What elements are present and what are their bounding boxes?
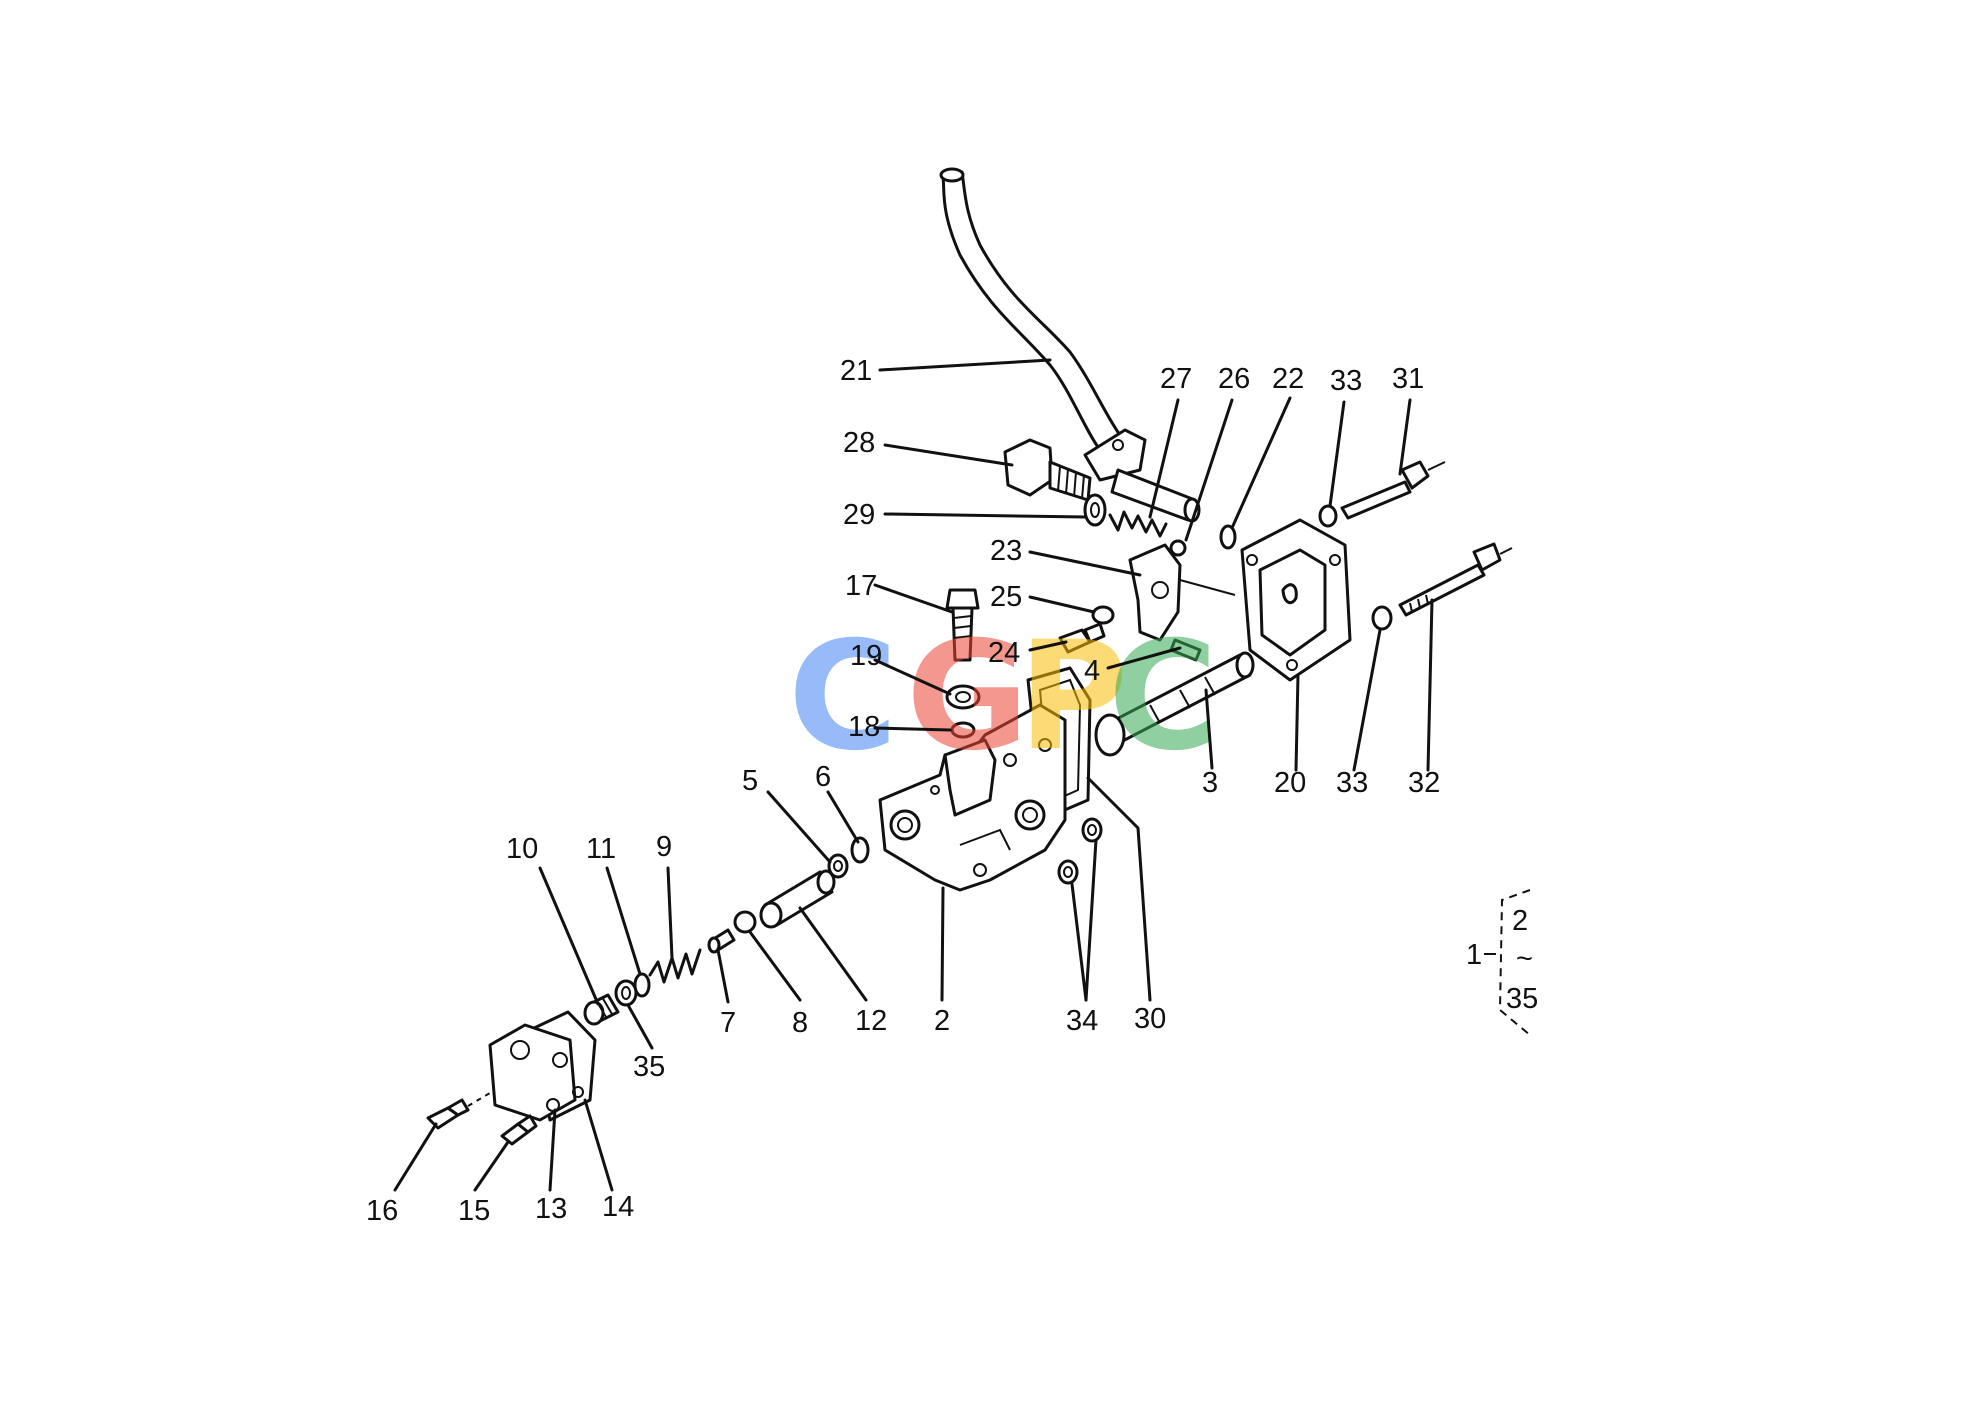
watermark-letter-p: P bbox=[1018, 610, 1128, 784]
callout-33-upper: 33 bbox=[1330, 365, 1362, 397]
part-13-cover bbox=[488, 1023, 584, 1122]
part-23-lever bbox=[1128, 543, 1236, 642]
callout-9: 9 bbox=[656, 831, 672, 863]
part-31-bolt bbox=[1340, 460, 1446, 520]
part-35-washer bbox=[614, 979, 638, 1007]
callout-33-lower: 33 bbox=[1336, 767, 1368, 799]
callout-24: 24 bbox=[988, 637, 1020, 669]
callout-34: 34 bbox=[1066, 1005, 1098, 1037]
part-6-ring bbox=[850, 836, 870, 864]
callout-7: 7 bbox=[720, 1007, 736, 1039]
part-18-ring bbox=[950, 721, 976, 739]
callout-32: 32 bbox=[1408, 767, 1440, 799]
callout-20: 20 bbox=[1274, 767, 1306, 799]
assembly-note-bracket bbox=[1498, 889, 1531, 1036]
callout-16: 16 bbox=[366, 1195, 398, 1227]
assembly-note-main: 1 bbox=[1466, 939, 1482, 971]
callout-22: 22 bbox=[1272, 363, 1304, 395]
part-17-bolt bbox=[945, 588, 980, 662]
assembly-note-tilde: ~ bbox=[1516, 943, 1533, 975]
part-20-housing bbox=[1240, 518, 1352, 682]
callout-11: 11 bbox=[586, 833, 616, 865]
callout-19: 19 bbox=[850, 640, 882, 672]
callout-35: 35 bbox=[633, 1051, 665, 1083]
callout-6: 6 bbox=[815, 761, 831, 793]
part-8-ball bbox=[733, 910, 757, 934]
part-9-spring bbox=[648, 948, 702, 984]
part-32-bolt bbox=[1398, 542, 1513, 617]
part-33-washer-lower bbox=[1371, 605, 1393, 631]
callout-25: 25 bbox=[990, 581, 1022, 613]
callout-labels: 21 28 29 27 26 22 33 31 23 25 24 4 17 19… bbox=[366, 355, 1440, 1227]
watermark-letter-c2: C bbox=[1108, 610, 1218, 784]
part-12-sleeve bbox=[759, 869, 836, 929]
callout-4: 4 bbox=[1084, 655, 1100, 687]
part-4-key bbox=[1169, 638, 1202, 662]
part-3-shaft bbox=[1094, 651, 1255, 757]
part-10-plug bbox=[583, 993, 620, 1026]
part-26-spring bbox=[1108, 510, 1187, 557]
part-33-washer-upper bbox=[1318, 504, 1338, 528]
part-19-washer bbox=[945, 684, 981, 710]
watermark-letter-g: G bbox=[906, 610, 1029, 784]
callout-5: 5 bbox=[742, 765, 758, 797]
callout-23: 23 bbox=[990, 535, 1022, 567]
part-5-ring bbox=[827, 853, 849, 879]
part-29-washer bbox=[1083, 493, 1107, 527]
assembly-note-top: 2 bbox=[1512, 905, 1528, 937]
part-22-ring bbox=[1219, 524, 1237, 550]
watermark-logo: C G P C bbox=[788, 610, 1218, 784]
watermark-letter-c1: C bbox=[788, 610, 898, 784]
callout-3: 3 bbox=[1202, 767, 1218, 799]
callout-15: 15 bbox=[458, 1195, 490, 1227]
callout-18: 18 bbox=[848, 711, 880, 743]
callout-27: 27 bbox=[1160, 363, 1192, 395]
part-28-bolt bbox=[1003, 438, 1092, 502]
callout-14: 14 bbox=[602, 1191, 634, 1223]
callout-17: 17 bbox=[845, 570, 877, 602]
callout-28: 28 bbox=[843, 427, 875, 459]
callout-8: 8 bbox=[792, 1007, 808, 1039]
callout-31: 31 bbox=[1392, 363, 1424, 395]
callout-30: 30 bbox=[1134, 1003, 1166, 1035]
callout-29: 29 bbox=[843, 499, 875, 531]
callout-2: 2 bbox=[934, 1005, 950, 1037]
part-34-washers bbox=[1057, 817, 1103, 885]
assembly-note-bottom: 35 bbox=[1506, 983, 1538, 1015]
callout-12: 12 bbox=[855, 1005, 887, 1037]
callout-13: 13 bbox=[535, 1193, 567, 1225]
part-15-screw bbox=[500, 1114, 538, 1146]
callout-26: 26 bbox=[1218, 363, 1250, 395]
assembly-note: 1 2 ~ 35 bbox=[1466, 889, 1538, 1036]
part-16-screw bbox=[426, 1092, 491, 1130]
leader-lines bbox=[393, 358, 1434, 1192]
part-25-screw bbox=[1091, 605, 1115, 625]
part-24-screw bbox=[1058, 622, 1106, 654]
callout-21: 21 bbox=[840, 355, 872, 387]
callout-10: 10 bbox=[506, 833, 538, 865]
part-21-pipe bbox=[939, 167, 1147, 482]
part-7-seat bbox=[707, 928, 736, 954]
part-2-pump-body bbox=[878, 703, 1067, 892]
